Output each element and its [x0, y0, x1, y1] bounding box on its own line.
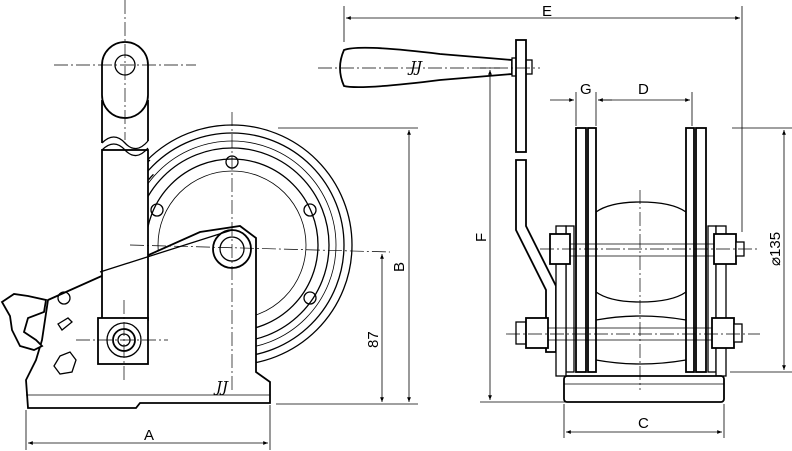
dim-C-label: C [638, 415, 649, 432]
drum-flanges [575, 127, 707, 373]
dim-C [563, 404, 725, 438]
dim-B-label: B [391, 262, 408, 272]
spring-clip [57, 317, 73, 331]
front-base [563, 375, 725, 403]
frame-plates [555, 225, 727, 377]
dim-A-label: A [144, 427, 154, 444]
dim-135-label: ⌀135 [767, 232, 784, 266]
frame-hole [57, 291, 71, 305]
dim-D-label: D [638, 81, 649, 98]
dim-F-label: F [473, 233, 490, 242]
dim-E [343, 6, 743, 232]
dim-F [480, 67, 566, 403]
dim-B [276, 127, 418, 405]
dim-87-label: 87 [365, 331, 382, 348]
dim-G-label: G [580, 81, 592, 98]
front-view: JJ [318, 3, 792, 438]
dim-135 [730, 127, 792, 373]
handle-logo: JJ [407, 58, 423, 76]
hex-bolt [53, 351, 77, 375]
side-centerlines [54, 0, 391, 390]
side-view: JJ A B 87 [0, 0, 418, 450]
lower-axle [515, 317, 743, 349]
crank-arm [101, 41, 149, 321]
cable-line [99, 229, 233, 273]
pawl-hook [0, 293, 48, 351]
front-centerlines [318, 67, 760, 390]
crank-plate [515, 39, 557, 353]
dim-D [598, 92, 693, 126]
handle-grip [339, 46, 533, 89]
side-logo: JJ [213, 378, 229, 396]
crank-nut [97, 317, 149, 365]
dim-E-label: E [542, 3, 552, 20]
dim-A [25, 405, 271, 450]
